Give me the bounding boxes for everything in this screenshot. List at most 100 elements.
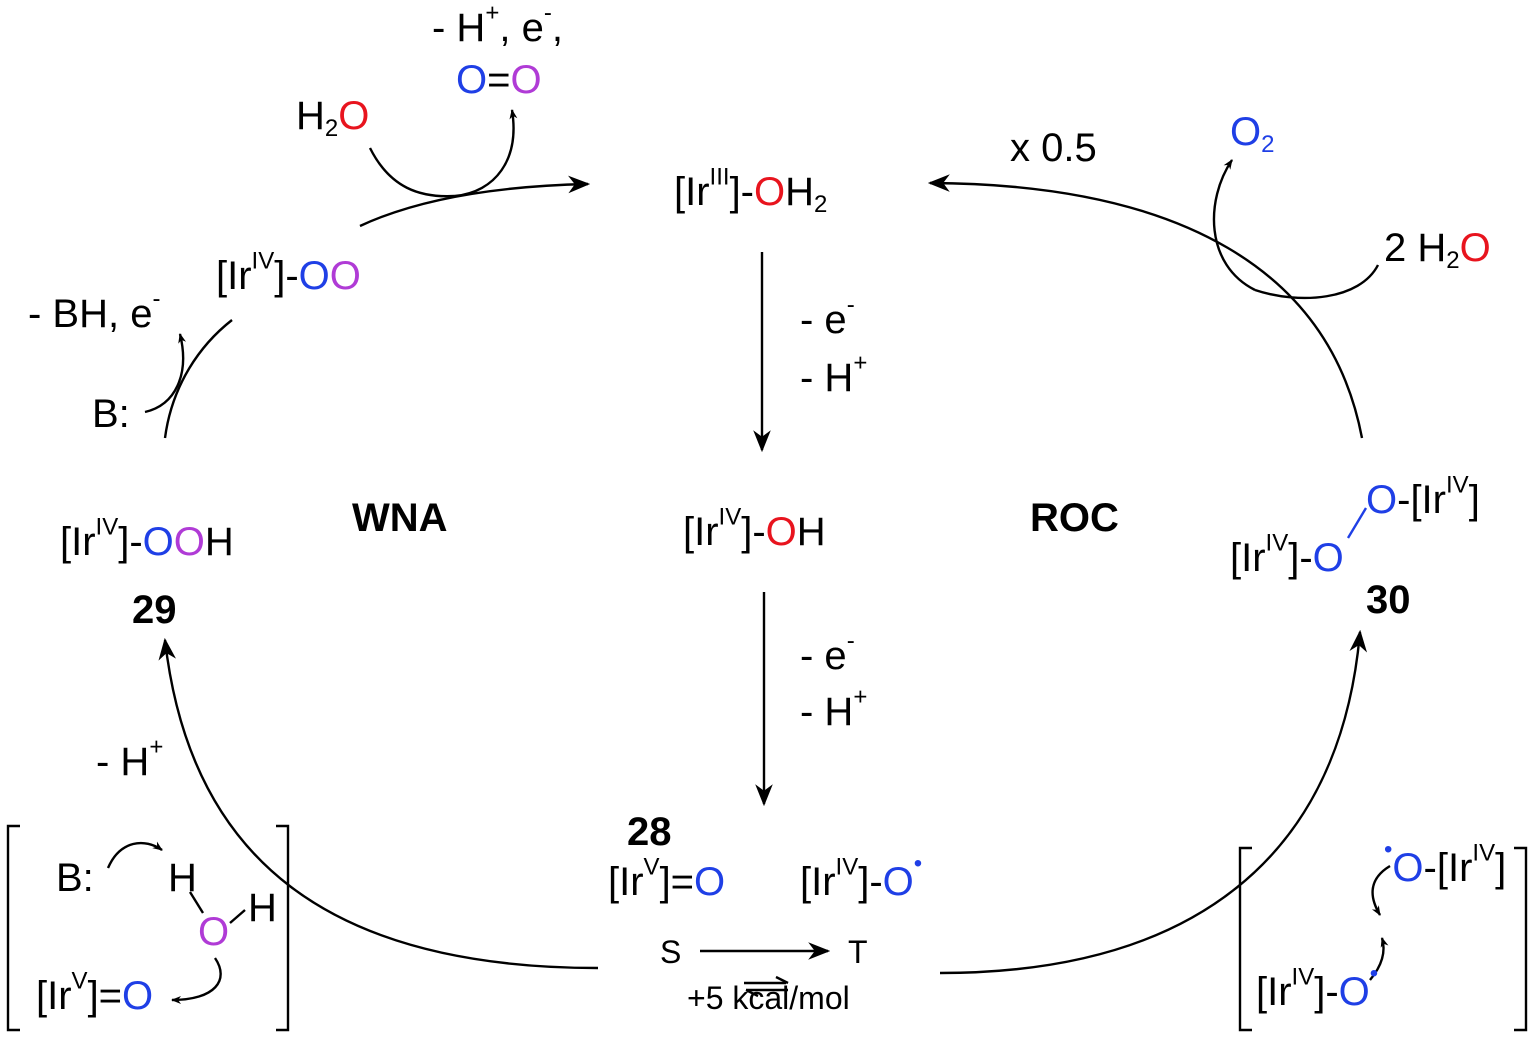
ir5-oxo-complex: [IrV]=O — [608, 855, 725, 904]
o2-product-o: O — [1230, 110, 1262, 154]
ir4-oxyl-sup: IV — [835, 853, 859, 881]
curly-2h2o-in — [1254, 264, 1380, 300]
dimer-30-top-o: O — [1366, 478, 1398, 522]
ir4-superoxo-o2: O — [329, 254, 361, 298]
compound-28-label: 28 — [627, 810, 672, 854]
ir4-hydroxo-complex: [IrIV]-OH — [683, 505, 826, 554]
inset-left-ir-o: O — [122, 974, 154, 1018]
inset-left-h2: H — [248, 886, 277, 930]
ir4-hydroperoxo-pre: [Ir — [60, 520, 96, 564]
ir5-oxo-sup: V — [643, 853, 660, 881]
arc-28-to-29 — [158, 637, 599, 970]
oo-bond-30 — [1346, 507, 1368, 539]
arc-30-to-ir3 — [927, 174, 1364, 439]
step2-e: - e — [800, 634, 847, 678]
inset-right-bottom: [IrIV]-O• — [1256, 962, 1378, 1014]
two-water-o: O — [1459, 226, 1491, 270]
dioxygen-o1: O — [456, 58, 488, 102]
ir3-aqua-o: O — [754, 170, 786, 214]
ir4-hydroperoxo-mid: ]- — [118, 520, 143, 564]
ir4-superoxo-complex: [IrIV]-OO — [216, 249, 361, 298]
roc-label: ROC — [1030, 496, 1119, 540]
dimer-30-bottom: [IrIV]-O — [1230, 531, 1344, 580]
ir4-oxyl-complex: [IrIV]-O• — [800, 852, 922, 904]
ir4-oxyl-dot: • — [913, 850, 923, 877]
triplet-label: T — [848, 934, 868, 970]
bh-loss-sup: - — [152, 285, 161, 313]
inset-right-bottom-mid: ]- — [1314, 970, 1339, 1014]
left-h: - H — [96, 740, 150, 784]
two-water-pre: 2 H — [1384, 226, 1447, 270]
dioxygen-product: O=O — [456, 60, 542, 100]
step1-electron-loss: - e- — [800, 293, 855, 340]
energy-label: +5 kcal/mol — [687, 980, 850, 1016]
curly-o2-product-out — [1212, 159, 1256, 292]
curly-o2-out — [454, 109, 518, 198]
inset-left-base: B: — [56, 856, 94, 900]
inset-left-o: O — [198, 910, 230, 954]
dimer-30-bottom-mid: ]- — [1288, 536, 1313, 580]
water-top-h: H — [296, 94, 325, 138]
inset-bond-h-o — [188, 891, 205, 914]
ir3-aqua-sub: 2 — [814, 191, 828, 219]
inset-radical-arrow-top — [1371, 864, 1391, 916]
inset-left-h1: H — [168, 856, 197, 900]
ir5-oxo-mid: ]= — [659, 860, 695, 904]
dioxygen-eq: = — [487, 58, 511, 102]
bracket-right-open — [1238, 846, 1252, 1032]
ir4-hydroxo-o: O — [765, 510, 797, 554]
bh-loss-pre: - BH, e — [28, 292, 153, 336]
water-top-sub: 2 — [324, 115, 339, 143]
inset-left-ir-pre: [Ir — [36, 974, 72, 1018]
inset-left-ir-oxo: [IrV]=O — [36, 969, 154, 1018]
inset-right-bottom-pre: [Ir — [1256, 970, 1292, 1014]
inset-right-top-dot: • — [1384, 836, 1393, 863]
bracket-right-close — [1514, 846, 1528, 1032]
ir4-superoxo-sup: IV — [251, 247, 275, 275]
top-loss-mid: , e — [499, 6, 544, 50]
curly-water-in — [368, 147, 456, 198]
inset-right-top-post: ] — [1495, 846, 1507, 890]
inset-right-bottom-dot: • — [1369, 960, 1379, 987]
inset-right-top-mid: -[Ir — [1423, 846, 1473, 890]
inset-left-ir-mid: ]= — [87, 974, 123, 1018]
step2-h: - H — [800, 690, 854, 734]
ir4-superoxo-pre: [Ir — [216, 254, 252, 298]
top-loss-post: , — [551, 6, 563, 50]
bracket-left-close — [276, 824, 290, 1032]
ir4-hydroperoxo-sup: IV — [95, 513, 119, 541]
dimer-30-top-mid: -[Ir — [1397, 478, 1446, 522]
bracket-left-open — [6, 824, 20, 1032]
inset-base-arrow — [106, 841, 163, 869]
dimer-30-bottom-o: O — [1312, 536, 1344, 580]
bh-loss-label: - BH, e- — [28, 287, 160, 336]
ir4-hydroperoxo-o1: O — [142, 520, 174, 564]
inset-right-top-o: O — [1392, 846, 1424, 890]
left-h-sup: + — [149, 733, 164, 761]
o2-product-right: O2 — [1230, 110, 1274, 157]
base-label: B: — [92, 392, 130, 436]
ir3-aqua-post: H — [785, 170, 815, 214]
dimer-30-top-sup: IV — [1446, 471, 1469, 499]
dioxygen-o2: O — [510, 58, 542, 102]
top-loss-sup1: + — [485, 0, 500, 27]
o2-product-sub: 2 — [1261, 131, 1275, 159]
step1-e-sup: - — [846, 291, 855, 319]
ir5-oxo-pre: [Ir — [608, 860, 644, 904]
step2-proton-loss: - H+ — [800, 685, 867, 734]
arc-29-to-iroo — [163, 319, 233, 439]
dimer-30-bottom-sup: IV — [1265, 529, 1289, 557]
inset-radical-arrow-bottom — [1369, 937, 1389, 981]
inset-bond-o-h — [229, 909, 246, 924]
step1-h: - H — [800, 356, 854, 400]
step1-h-sup: + — [853, 349, 868, 377]
equilibrium-head-back — [745, 988, 759, 998]
ir4-hydroxo-pre: [Ir — [683, 510, 719, 554]
water-reactant-top: H2O — [296, 94, 369, 141]
ir4-oxyl-o: O — [882, 860, 914, 904]
compound-29-label: 29 — [132, 588, 177, 632]
step1-proton-loss: - H+ — [800, 351, 867, 400]
arc-oxyl-to-30 — [939, 629, 1368, 975]
wna-label: WNA — [352, 496, 448, 540]
